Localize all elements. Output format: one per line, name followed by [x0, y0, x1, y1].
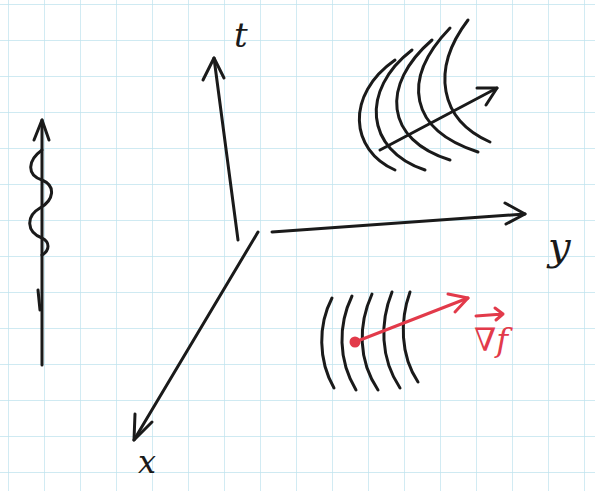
arrowhead: [203, 58, 224, 80]
gradient-arrow: [355, 298, 468, 342]
gradient-label: ∇f: [474, 324, 508, 356]
arrowhead: [448, 294, 468, 312]
arrowhead: [505, 203, 525, 224]
axis-label: x: [138, 446, 156, 478]
vector-accent: [476, 308, 503, 320]
level-curve: [362, 294, 378, 390]
t-axis: [214, 58, 238, 240]
level-curve: [403, 292, 418, 382]
arrowhead: [134, 414, 152, 440]
wavefront: [376, 50, 425, 170]
wave-curve: [30, 150, 52, 255]
wavefront: [419, 28, 478, 152]
arrowhead: [477, 88, 497, 105]
x-axis: [134, 232, 258, 440]
level-curve: [322, 298, 334, 388]
axis-label: t: [234, 18, 248, 52]
wavefront: [445, 20, 490, 142]
tick: [38, 290, 40, 310]
wavefront: [397, 40, 450, 160]
arrowhead: [34, 120, 49, 140]
propagation-arrow: [380, 88, 497, 150]
worldline: [41, 120, 44, 365]
axis-label: y: [548, 226, 571, 266]
level-curve: [384, 292, 400, 388]
y-axis: [272, 214, 525, 232]
